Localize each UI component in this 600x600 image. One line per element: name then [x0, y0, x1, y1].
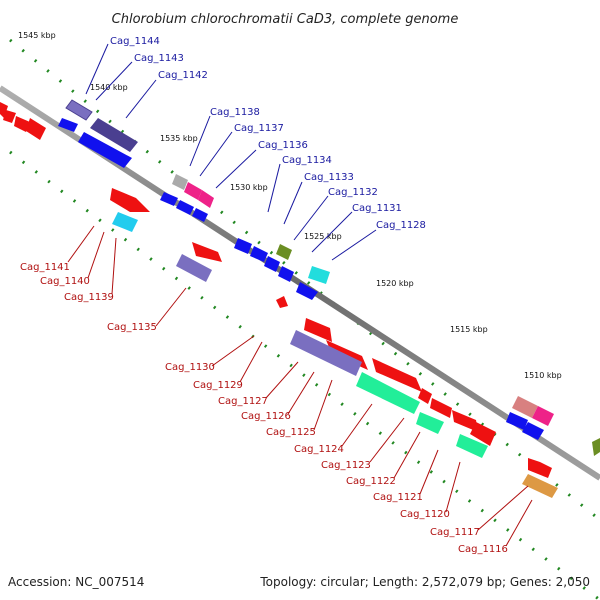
gene-label: Cag_1141 [20, 262, 70, 273]
gene-arrow-forward [110, 188, 150, 212]
gene-arrow-forward [192, 242, 222, 262]
gene-label: Cag_1137 [234, 123, 284, 134]
gene-box [356, 372, 420, 414]
features [0, 99, 600, 498]
gene-label: Cag_1124 [294, 444, 344, 455]
gene-box [276, 244, 292, 260]
gene-label: Cag_1139 [64, 292, 114, 303]
top-gene-label-texts: Cag_1144 Cag_1143 Cag_1142 Cag_1138 Cag_… [110, 36, 426, 231]
gene-label: Cag_1133 [304, 172, 354, 183]
tick-label: 1520 kbp [376, 279, 414, 288]
gene-arrow-forward [470, 422, 496, 446]
bottom-gene-label-texts: Cag_1141 Cag_1140 Cag_1139 Cag_1135 Cag_… [20, 262, 508, 555]
gene-label: Cag_1123 [321, 460, 371, 471]
gene-label: Cag_1143 [134, 53, 184, 64]
gene-box [290, 330, 362, 376]
gene-label: Cag_1127 [218, 396, 268, 407]
tick-label: 1525 kbp [304, 232, 342, 241]
gene-arrow-reverse [58, 118, 78, 132]
gene-label: Cag_1138 [210, 107, 260, 118]
gene-arrow-forward [418, 388, 432, 404]
gene-label: Cag_1120 [400, 509, 450, 520]
gene-arrow-reverse [522, 422, 544, 440]
gene-arrow-reverse [296, 282, 318, 300]
gene-arrow-forward [430, 398, 452, 418]
gene-arrow-reverse [264, 256, 280, 272]
gene-label: Cag_1129 [193, 380, 243, 391]
gene-box [198, 190, 214, 208]
tick-label: 1535 kbp [160, 134, 198, 143]
gene-arrow-reverse [78, 132, 132, 168]
gene-arrow-forward [276, 296, 288, 308]
gene-box [65, 99, 93, 121]
gene-arrow-forward [0, 102, 46, 140]
gene-label: Cag_1117 [430, 527, 480, 538]
gene-label: Cag_1125 [266, 427, 316, 438]
gene-box [456, 434, 488, 458]
accession-text: Accession: NC_007514 [8, 575, 144, 589]
inner-dotted-track [9, 150, 600, 600]
gene-box [308, 266, 330, 284]
gene-arrow-forward [304, 318, 332, 342]
gene-arrow-reverse [250, 246, 268, 262]
gene-arrow-forward [528, 458, 552, 478]
tick-label: 1510 kbp [524, 371, 562, 380]
gene-box [90, 118, 138, 152]
map-title: Chlorobium chlorochromatii CaD3, complet… [112, 12, 459, 27]
gene-box [592, 438, 600, 456]
gene-label: Cag_1144 [110, 36, 160, 47]
tick-label: 1515 kbp [450, 325, 488, 334]
gene-box [172, 174, 188, 190]
gene-arrow-reverse [160, 192, 178, 206]
gene-box [112, 212, 138, 232]
gene-label: Cag_1132 [328, 187, 378, 198]
gene-arrow-reverse [192, 208, 208, 222]
bottom-gene-labels [67, 225, 533, 547]
tick-label: 1540 kbp [90, 83, 128, 92]
genome-summary-text: Topology: circular; Length: 2,572,079 bp… [259, 575, 590, 589]
gene-label: Cag_1136 [258, 140, 308, 151]
tick-label: 1545 kbp [18, 31, 56, 40]
gene-label: Cag_1116 [458, 544, 508, 555]
gene-arrow-reverse [278, 266, 294, 282]
gene-arrow-forward [452, 410, 478, 432]
gene-box [512, 396, 538, 418]
gene-box [176, 254, 212, 282]
gene-arrow-reverse [234, 238, 252, 254]
gene-label: Cag_1126 [241, 411, 291, 422]
gene-label: Cag_1121 [373, 492, 423, 503]
gene-arrow-reverse [506, 412, 528, 430]
tick-label: 1530 kbp [230, 183, 268, 192]
gene-arrow-forward [372, 358, 422, 392]
gene-box [522, 474, 558, 498]
gene-label: Cag_1131 [352, 203, 402, 214]
gene-label: Cag_1135 [107, 322, 157, 333]
gene-label: Cag_1122 [346, 476, 396, 487]
gene-box [416, 412, 444, 434]
gene-label: Cag_1130 [165, 362, 215, 373]
gene-arrow-reverse [176, 200, 194, 215]
gene-label: Cag_1128 [376, 220, 426, 231]
top-gene-labels [85, 43, 377, 261]
gene-box [184, 182, 202, 200]
tick-labels: 1545 kbp 1540 kbp 1535 kbp 1530 kbp 1525… [18, 31, 562, 380]
gene-box [532, 406, 554, 426]
gene-label: Cag_1142 [158, 70, 208, 81]
gene-label: Cag_1134 [282, 155, 332, 166]
gene-label: Cag_1140 [40, 276, 90, 287]
